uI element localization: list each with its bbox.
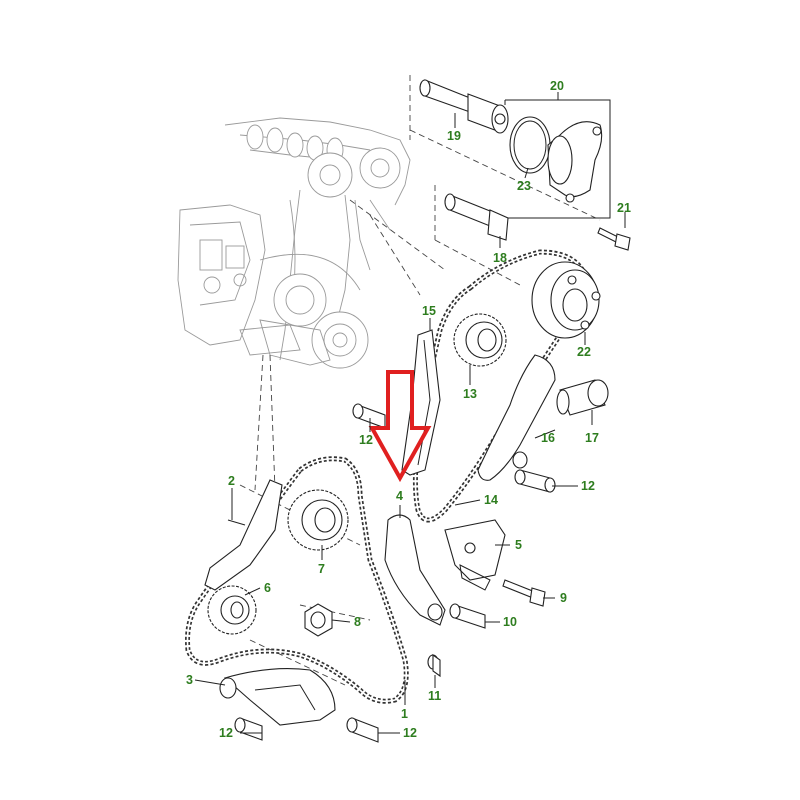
callout-7: 7 [318, 562, 325, 576]
part-4-guide [384, 514, 446, 626]
callout-13: 13 [463, 387, 477, 401]
part-7-sprocket [287, 489, 349, 551]
part-6-sprocket [207, 585, 257, 635]
callout-19: 19 [447, 129, 461, 143]
callout-23: 23 [517, 179, 531, 193]
part-19-solenoid [419, 79, 509, 134]
part-13-sprocket [453, 313, 507, 367]
callout-3: 3 [186, 673, 193, 687]
part-21-bolt [597, 227, 631, 251]
callout-17: 17 [585, 431, 599, 445]
callout-21: 21 [617, 201, 631, 215]
callout-leaders [194, 92, 626, 734]
part-15-guide [401, 329, 441, 476]
part-12-pin-bottom-right [346, 717, 379, 743]
part-12-pin-bottom-left [234, 717, 263, 741]
callout-20: 20 [550, 79, 564, 93]
callout-14: 14 [484, 493, 498, 507]
callout-22: 22 [577, 345, 591, 359]
callout-8: 8 [354, 615, 361, 629]
callout-16: 16 [541, 431, 555, 445]
callout-18: 18 [493, 251, 507, 265]
callout-12-bottom-right: 12 [403, 726, 417, 740]
callout-1: 1 [401, 707, 408, 721]
part-12-pin-right [514, 469, 556, 493]
part-8-nut [304, 603, 333, 637]
callout-labels: 1 2 3 4 5 6 7 8 9 10 11 12 12 12 12 13 1… [186, 79, 631, 740]
callout-12-right: 12 [581, 479, 595, 493]
engine-overview-sketch [177, 117, 411, 369]
part-2-guide [204, 479, 283, 591]
part-3-guide [219, 668, 336, 726]
part-22-vvt-sprocket [531, 261, 601, 339]
part-11-pin [427, 653, 441, 678]
part-18-bolt [444, 193, 509, 241]
callout-6: 6 [264, 581, 271, 595]
highlight-down-arrow [368, 370, 432, 483]
part-5-tensioner [444, 519, 506, 591]
callout-11: 11 [428, 689, 441, 703]
part-9-bolt [502, 579, 546, 607]
callout-12-bottom-left: 12 [219, 726, 233, 740]
callout-15: 15 [422, 304, 436, 318]
part-17-tensioner [556, 379, 609, 416]
callout-12-upper: 12 [359, 433, 373, 447]
callout-2: 2 [228, 474, 235, 488]
callout-10: 10 [503, 615, 517, 629]
callout-4: 4 [396, 489, 403, 503]
part-12-pin-upper [352, 403, 386, 429]
callout-5: 5 [515, 538, 522, 552]
callout-9: 9 [560, 591, 567, 605]
part-16-tensioner-guide [477, 354, 556, 481]
part-10-pin [449, 603, 486, 629]
